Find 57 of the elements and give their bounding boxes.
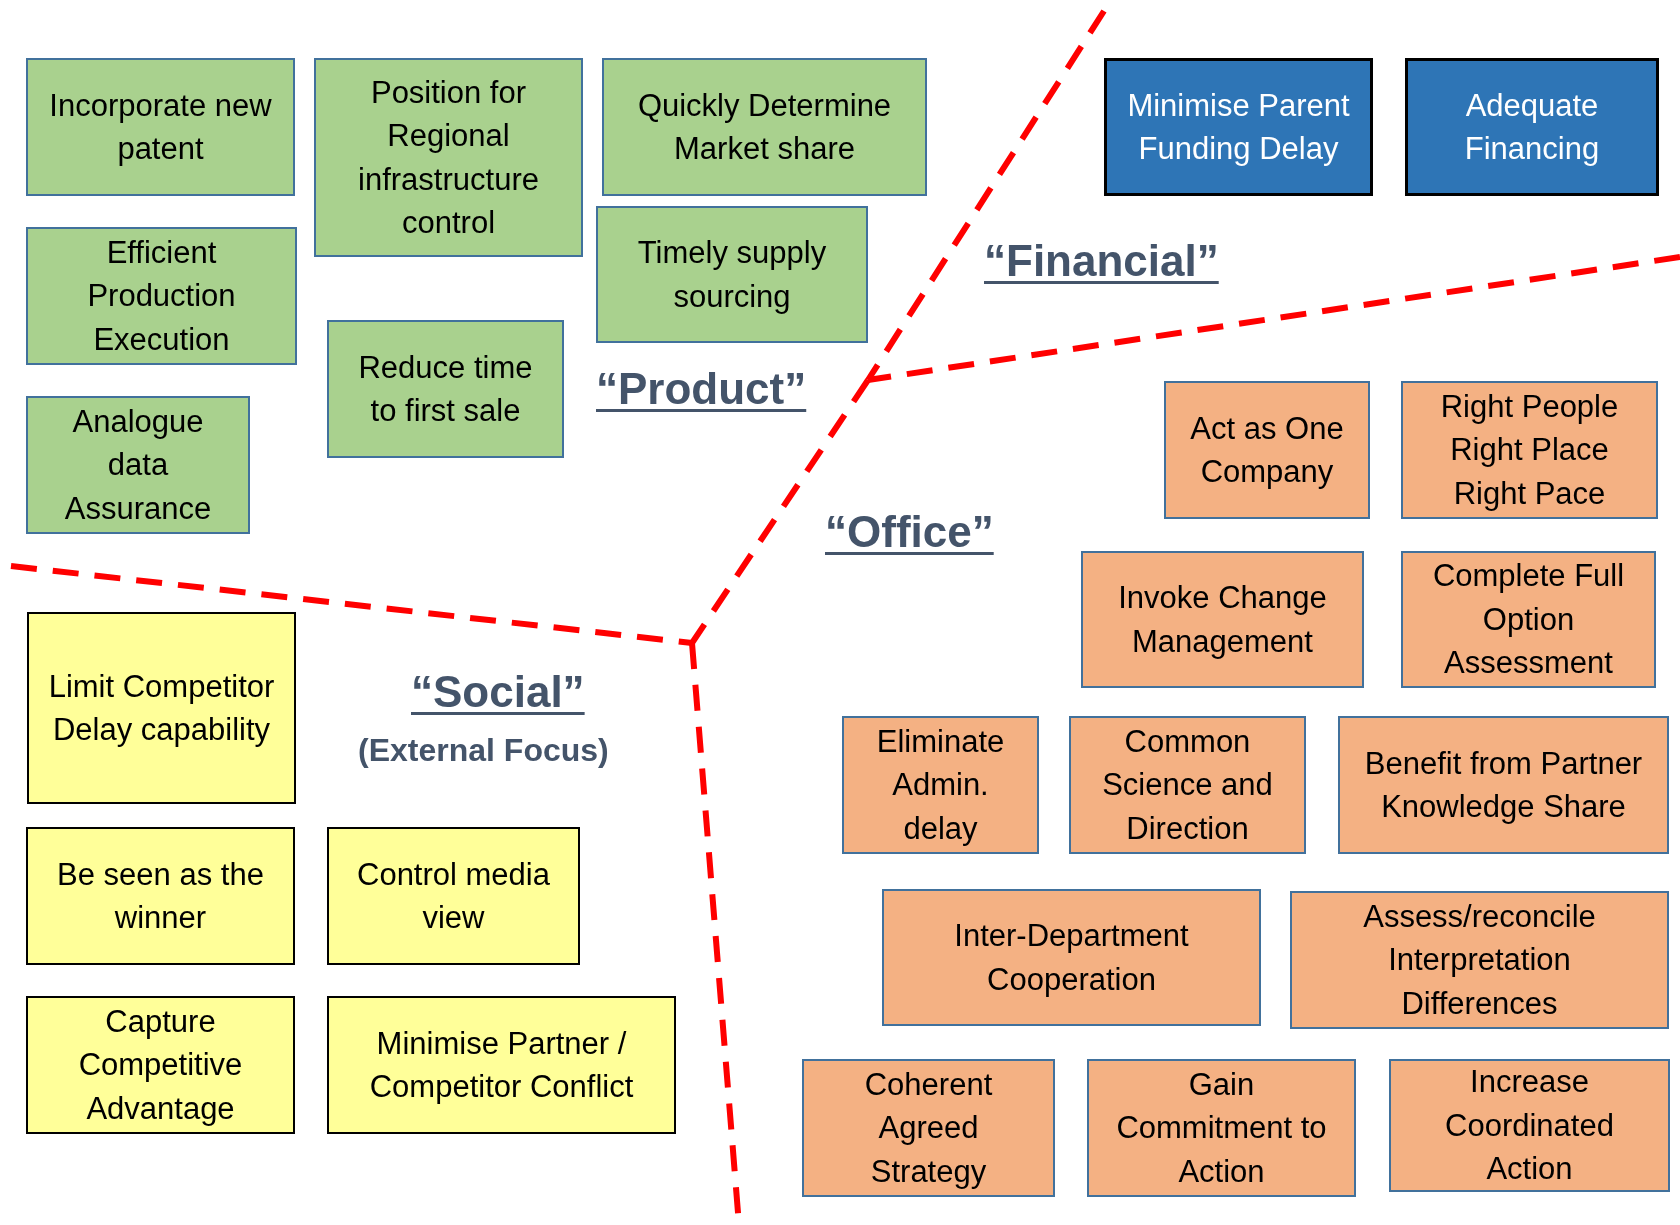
note-text: Common Science and Direction (1101, 722, 1274, 848)
note-text: Adequate Financing (1463, 86, 1601, 168)
section-heading: “Financial” (984, 236, 1219, 286)
note-text: Increase Coordinated Action (1444, 1063, 1615, 1189)
note-text: Efficient Production Execution (86, 233, 237, 359)
sticky-note (27, 612, 296, 804)
sticky-note (1104, 58, 1373, 196)
sticky-note (327, 827, 580, 965)
note-text: Position for Regional infrastructure control (357, 73, 540, 242)
note-text: Control media view (356, 855, 551, 937)
sticky-note (1405, 58, 1659, 196)
note-text: Invoke Change Management (1117, 579, 1328, 661)
note-text: Complete Full Option Assessment (1431, 557, 1626, 683)
sticky-note (26, 396, 250, 534)
sticky-note (882, 889, 1261, 1026)
note-text: Be seen as the winner (56, 855, 265, 937)
section-subheading: (External Focus) (358, 732, 609, 769)
note-text: Incorporate new patent (48, 86, 273, 168)
note-text: Gain Commitment to Action (1115, 1065, 1328, 1191)
note-text: Reduce time to first sale (357, 348, 534, 430)
note-text: Minimise Parent Funding Delay (1126, 86, 1351, 168)
sticky-note (1069, 716, 1306, 854)
note-text: Benefit from Partner Knowledge Share (1363, 744, 1644, 826)
note-text: Act as One Company (1189, 409, 1345, 491)
sticky-note (1290, 891, 1669, 1029)
sticky-note (596, 206, 868, 343)
sticky-note (1389, 1059, 1670, 1192)
sticky-note (314, 58, 583, 257)
note-text: Quickly Determine Market share (636, 86, 893, 168)
section-heading: “Office” (825, 507, 994, 557)
note-text: Capture Competitive Advantage (77, 1002, 244, 1128)
sticky-note (327, 320, 564, 458)
sticky-note (1338, 716, 1669, 854)
sticky-note (26, 58, 295, 196)
sticky-note (842, 716, 1039, 854)
section-heading: “Social” (411, 667, 585, 717)
sticky-note (602, 58, 927, 196)
sticky-note (26, 996, 295, 1134)
sticky-note (1401, 381, 1658, 519)
sticky-note (1401, 551, 1656, 688)
note-text: Limit Competitor Delay capability (47, 667, 276, 749)
note-text: Right People Right Place Right Pace (1439, 387, 1620, 513)
sticky-note (26, 827, 295, 965)
note-text: Minimise Partner / Competitor Conflict (368, 1024, 635, 1106)
sticky-note (1081, 551, 1364, 688)
section-heading: “Product” (596, 364, 807, 414)
sticky-note (802, 1059, 1055, 1197)
sticky-note (1087, 1059, 1356, 1197)
sticky-note (26, 227, 297, 365)
note-text: Inter-Department Cooperation (953, 917, 1190, 999)
note-text: Assess/reconcile Interpretation Differences (1362, 897, 1597, 1023)
note-text: Timely supply sourcing (636, 234, 828, 316)
note-text: Analogue data Assurance (63, 402, 213, 528)
sticky-note (327, 996, 676, 1134)
note-text: Coherent Agreed Strategy (863, 1065, 994, 1191)
sticky-note (1164, 381, 1370, 519)
note-text: Eliminate Admin. delay (875, 722, 1006, 848)
